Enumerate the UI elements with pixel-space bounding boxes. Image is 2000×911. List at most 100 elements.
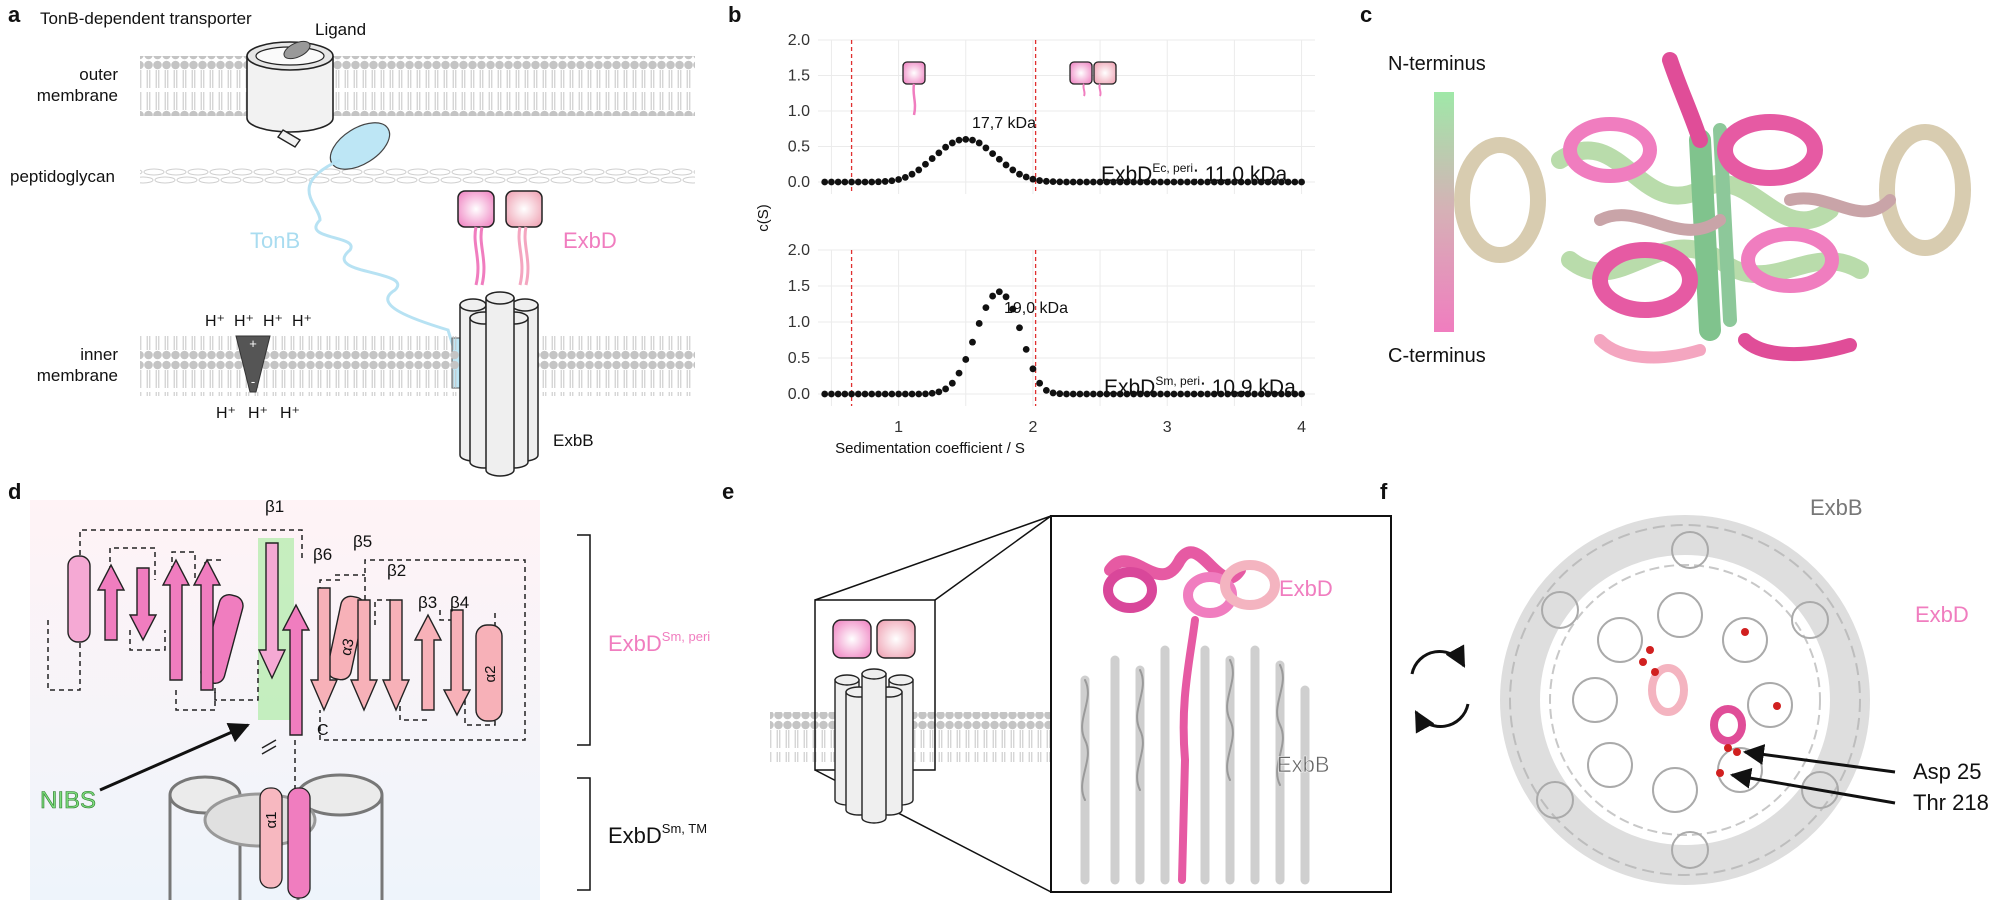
- data-point: [1002, 293, 1010, 301]
- asp25-label: Asp 25: [1913, 759, 1982, 784]
- data-point: [868, 178, 876, 186]
- data-point: [1197, 178, 1205, 186]
- inner-membrane: [140, 336, 695, 396]
- data-point: [1150, 390, 1158, 398]
- strand-beta2-label: β2: [387, 561, 406, 580]
- data-point: [1177, 178, 1185, 186]
- data-point: [1002, 161, 1010, 169]
- y-tick-label: 1.5: [788, 68, 810, 85]
- data-point: [969, 338, 976, 346]
- data-point: [1251, 178, 1258, 186]
- asp25-arrow: [1742, 744, 1896, 774]
- plus-sign: +: [249, 336, 257, 351]
- data-point: [922, 160, 929, 168]
- data-point: [1210, 390, 1218, 398]
- proton-top-3: H⁺: [263, 313, 283, 330]
- data-point: [942, 143, 950, 151]
- data-point: [854, 390, 862, 398]
- data-point: [1264, 178, 1272, 186]
- data-point: [975, 139, 983, 147]
- helix-alpha2-label: α2: [482, 665, 499, 682]
- proton-top-2: H⁺: [234, 313, 254, 330]
- thr218-arrow: [1729, 767, 1896, 805]
- data-point: [1036, 177, 1044, 184]
- exbb-label-f: ExbB: [1810, 495, 1863, 520]
- data-point: [1063, 178, 1070, 186]
- data-point: [834, 178, 842, 186]
- data-point: [962, 136, 970, 143]
- helix-alpha2: [475, 624, 503, 722]
- exbd-monomer-icon: [902, 61, 926, 116]
- data-point: [1116, 178, 1124, 186]
- tm-helix-partner: [287, 787, 311, 899]
- data-point: [854, 178, 862, 186]
- data-point: [828, 390, 835, 398]
- exbd-label-f: ExbD: [1915, 602, 1969, 627]
- data-point: [848, 178, 855, 186]
- c-terminus-label: C-terminus: [1388, 345, 1486, 367]
- data-point: [935, 149, 943, 157]
- outer-membrane-label-1: outer: [79, 65, 118, 84]
- data-point: [1170, 178, 1178, 186]
- data-point: [982, 144, 990, 152]
- helix-alpha3-label: α3: [338, 637, 358, 657]
- data-point: [1183, 390, 1191, 398]
- data-point: [881, 390, 889, 398]
- panel-letter-c: c: [1360, 2, 1372, 27]
- ligand-label: Ligand: [315, 20, 366, 39]
- data-point: [1069, 178, 1077, 186]
- bottom-species-label: ExbDSm, peri: 10,9 kDa: [1104, 374, 1296, 399]
- data-point: [1284, 178, 1292, 186]
- data-point: [1291, 178, 1299, 186]
- strand-beta4-label: β4: [450, 593, 469, 612]
- helix-alpha1-label: α1: [263, 811, 280, 828]
- bottom-peak-label: 19,0 kDa: [1004, 300, 1068, 317]
- panel-letter-d: d: [8, 479, 21, 504]
- chart-top: 0.00.51.01.52.0: [788, 32, 1315, 194]
- data-point: [821, 390, 829, 398]
- proton-bottom-1: H⁺: [216, 405, 236, 422]
- peptidoglycan-layer: [140, 168, 695, 184]
- n-to-c-gradient-bar: [1434, 92, 1454, 332]
- data-point: [1204, 178, 1211, 186]
- y-tick-label: 1.5: [788, 278, 810, 295]
- data-point: [969, 136, 976, 144]
- exbb-exbd-top-view: [1500, 515, 1870, 885]
- data-point: [1110, 390, 1117, 398]
- data-point: [1237, 390, 1245, 398]
- data-point: [875, 390, 882, 398]
- data-point: [841, 178, 849, 186]
- data-point: [1190, 178, 1198, 186]
- exbd-label-a: ExbD: [563, 228, 617, 253]
- top-peak-label: 17,7 kDa: [972, 115, 1036, 132]
- exbb-pentamer-a: [459, 291, 539, 477]
- data-point: [1271, 178, 1279, 186]
- data-point: [915, 390, 923, 398]
- data-point: [1009, 305, 1017, 313]
- data-point: [989, 150, 997, 158]
- panel-d: d: [8, 479, 710, 900]
- data-point: [1224, 390, 1232, 398]
- x-tick-label: 4: [1297, 419, 1306, 436]
- y-axis-label: c(S): [755, 204, 772, 232]
- exbd-periplasmic-dimer-structure: [1454, 52, 1971, 364]
- data-point: [1197, 390, 1205, 398]
- data-point: [1096, 390, 1104, 398]
- data-point: [895, 176, 902, 183]
- data-point: [1284, 390, 1292, 398]
- data-point: [1130, 390, 1138, 398]
- data-point: [1157, 390, 1164, 398]
- data-point: [975, 320, 983, 327]
- data-point: [1298, 390, 1305, 398]
- data-point: [1016, 170, 1023, 178]
- data-point: [1029, 365, 1037, 373]
- data-point: [1056, 178, 1064, 186]
- data-point: [1170, 390, 1178, 398]
- data-point: [901, 390, 909, 398]
- proton-top-4: H⁺: [292, 313, 312, 330]
- tonb-linker: [307, 158, 460, 385]
- rotate-icon: [1410, 644, 1470, 734]
- data-point: [1089, 390, 1097, 398]
- data-point: [861, 178, 869, 186]
- data-point: [841, 390, 849, 398]
